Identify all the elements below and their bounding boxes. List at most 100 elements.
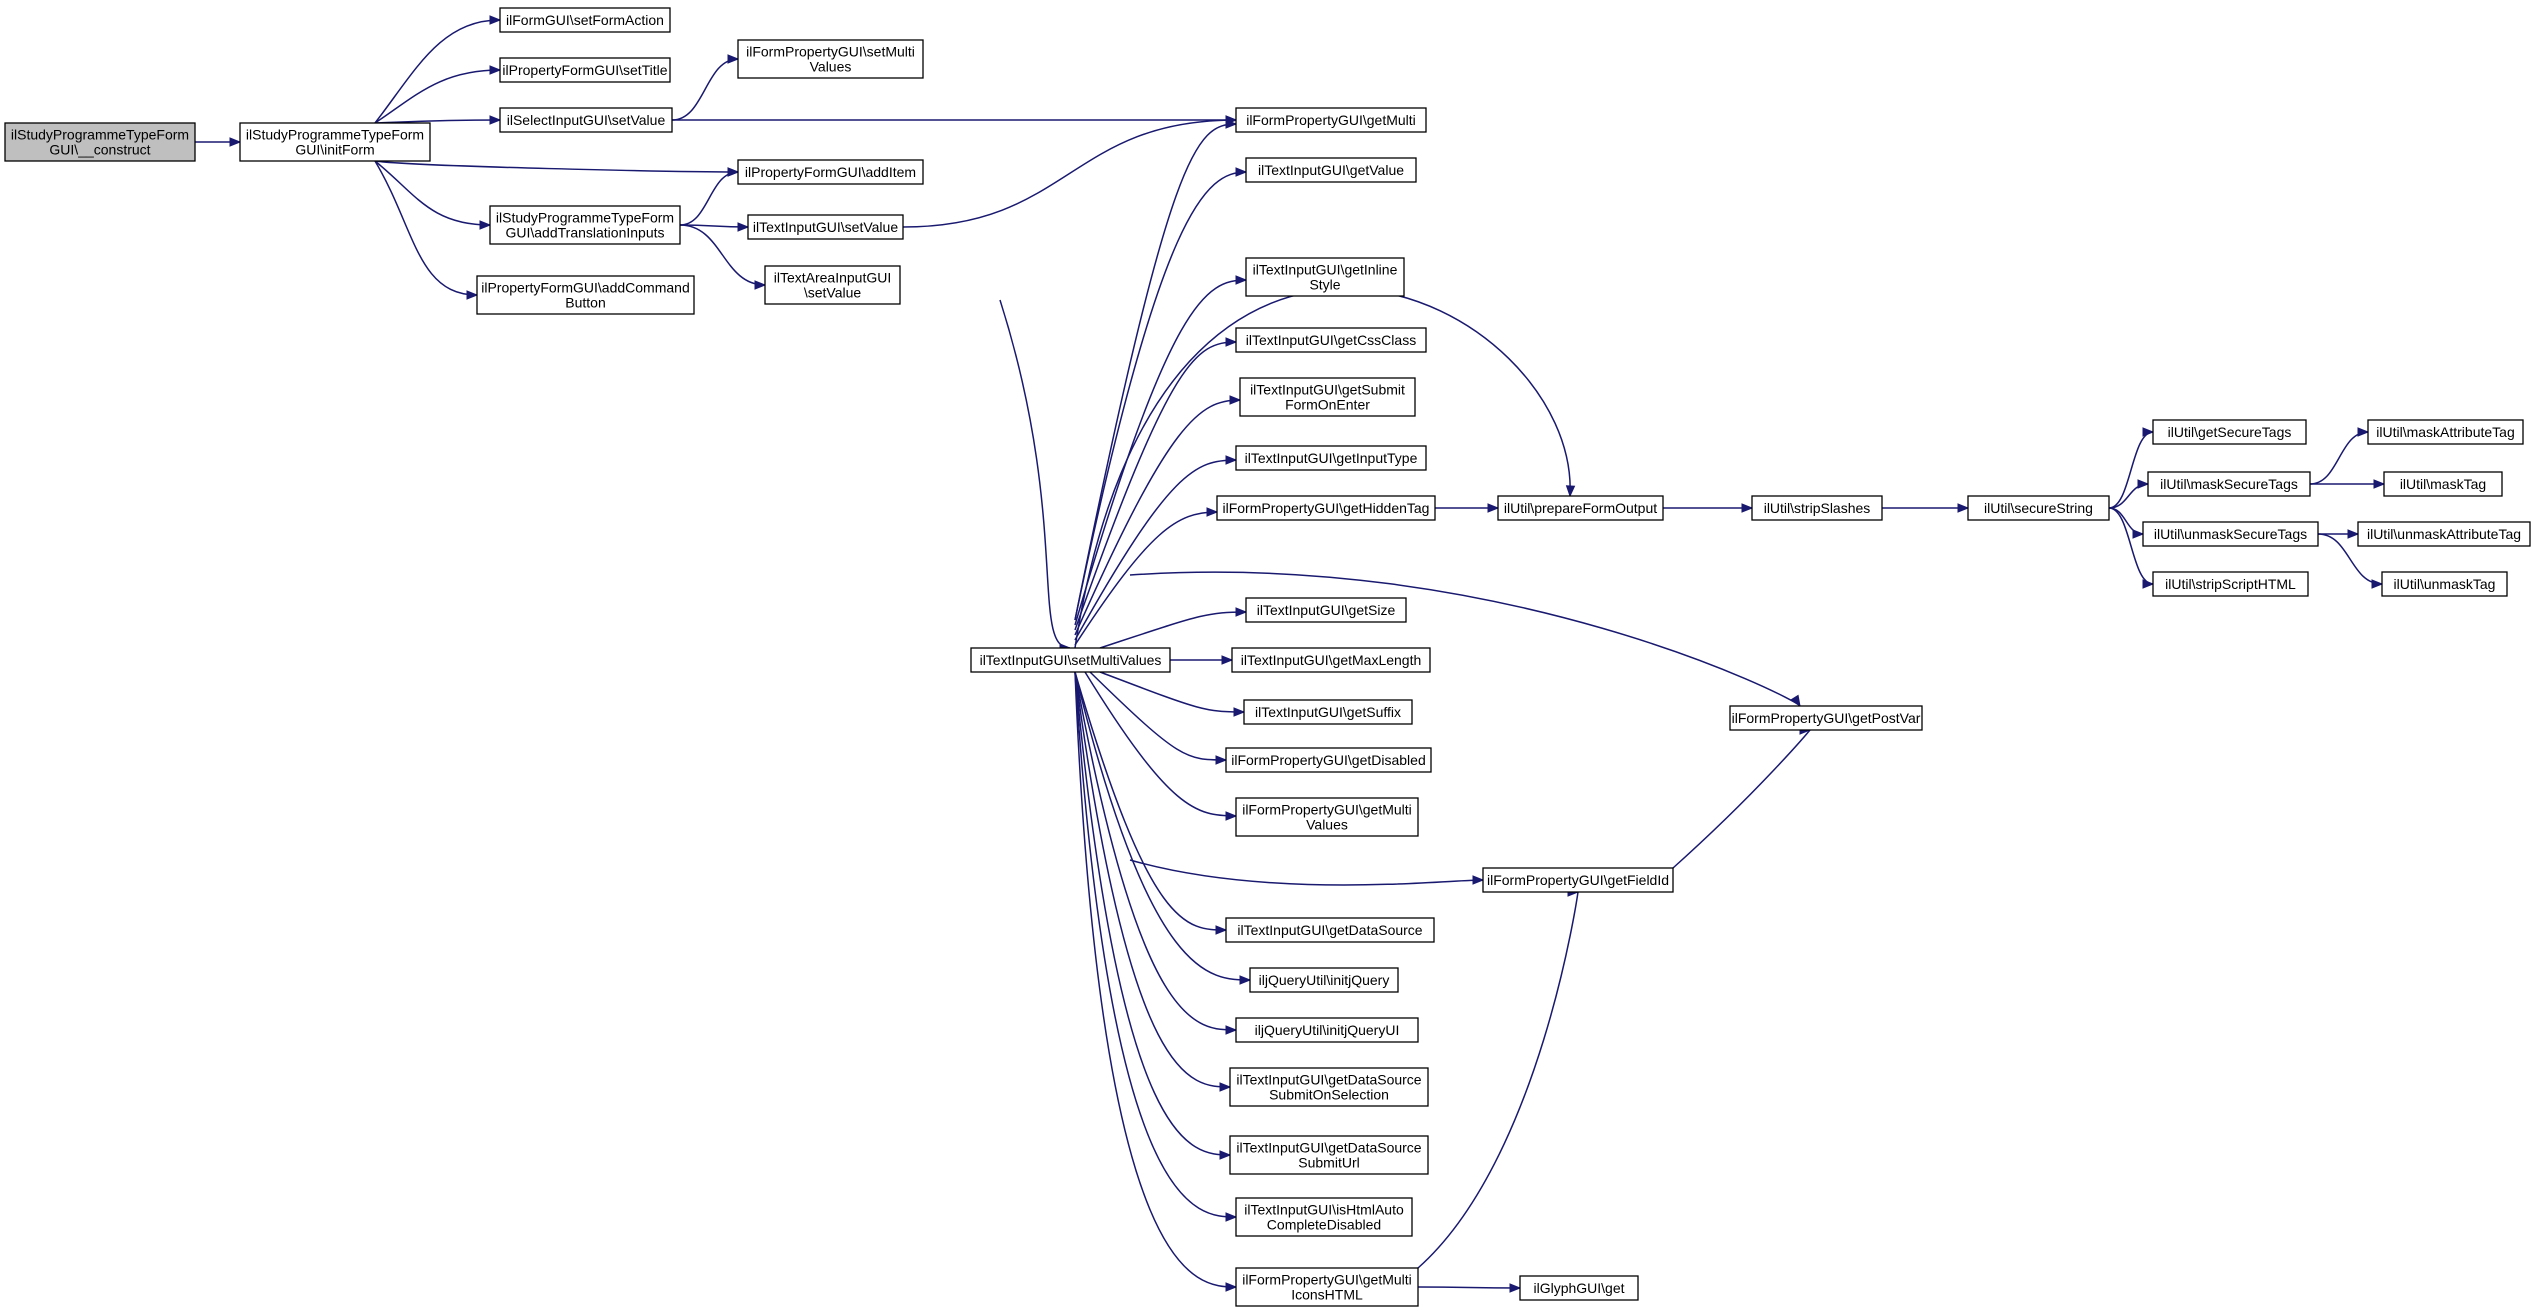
edge-get-hidden-tag-to-prepare-form-output — [1435, 503, 1500, 513]
node-label: ilTextInputGUI\getSize — [1257, 602, 1396, 618]
node-unmask-secure-tags[interactable]: ilUtil\unmaskSecureTags — [2142, 521, 2319, 547]
edge-arrowhead — [1215, 925, 1228, 935]
node-secure-string[interactable]: ilUtil\secureString — [1967, 495, 2110, 521]
node-set-multi-values-top[interactable]: ilFormPropertyGUI\setMultiValues — [737, 39, 924, 79]
edge-arrowhead — [1235, 275, 1248, 285]
node-mask-secure-tags[interactable]: ilUtil\maskSecureTags — [2147, 471, 2311, 497]
node-box — [1235, 445, 1427, 471]
node-label: ilPropertyFormGUI\addItem — [745, 164, 916, 180]
node-glyph-get[interactable]: ilGlyphGUI\get — [1519, 1275, 1639, 1301]
node-label: GUI\__construct — [49, 142, 150, 158]
node-get-data-source[interactable]: ilTextInputGUI\getDataSource — [1225, 917, 1435, 943]
node-get-secure-tags[interactable]: ilUtil\getSecureTags — [2152, 419, 2307, 445]
node-box — [1229, 1135, 1429, 1175]
node-strip-script-html[interactable]: ilUtil\stripScriptHTML — [2152, 571, 2309, 597]
edge-line — [374, 160, 478, 296]
node-get-value[interactable]: ilTextInputGUI\getValue — [1245, 157, 1417, 183]
node-prepare-form-output[interactable]: ilUtil\prepareFormOutput — [1497, 495, 1664, 521]
node-get-post-var[interactable]: ilFormPropertyGUI\getPostVar — [1729, 705, 1923, 731]
node-label: ilUtil\maskTag — [2400, 476, 2486, 492]
node-label: ilFormPropertyGUI\setMulti — [746, 44, 915, 60]
node-label: ilTextInputGUI\getInline — [1253, 262, 1398, 278]
node-box — [1216, 495, 1436, 521]
node-label: ilTextAreaInputGUI — [774, 270, 892, 286]
edge-txt-set-value-to-set-multi-values — [999, 299, 1072, 653]
node-is-html-auto-complete-disabled[interactable]: ilTextInputGUI\isHtmlAutoCompleteDisable… — [1235, 1197, 1413, 1237]
edge-secure-string-to-get-secure-tags — [2108, 427, 2155, 509]
node-box — [1243, 699, 1413, 725]
node-initj-query-ui[interactable]: iljQueryUtil\initjQueryUI — [1235, 1017, 1419, 1043]
edge-arrowhead — [479, 220, 492, 230]
node-get-suffix[interactable]: ilTextInputGUI\getSuffix — [1243, 699, 1413, 725]
node-label: ilFormPropertyGUI\getPostVar — [1732, 710, 1921, 726]
node-get-max-length[interactable]: ilTextInputGUI\getMaxLength — [1231, 647, 1431, 673]
node-get-disabled[interactable]: ilFormPropertyGUI\getDisabled — [1225, 747, 1432, 773]
edge-get-multi-icons-html-to-glyph-get — [1417, 1283, 1522, 1293]
node-set-form-action[interactable]: ilFormGUI\setFormAction — [499, 7, 671, 33]
node-label: \setValue — [804, 285, 862, 301]
edge-line — [1672, 729, 1811, 869]
node-box — [499, 107, 673, 133]
node-label: Values — [1306, 817, 1348, 833]
edge-set-multi-values-to-get-data-source — [1074, 671, 1228, 935]
node-box — [747, 214, 904, 240]
node-box — [1967, 495, 2110, 521]
node-get-hidden-tag[interactable]: ilFormPropertyGUI\getHiddenTag — [1216, 495, 1436, 521]
node-mask-tag[interactable]: ilUtil\maskTag — [2383, 471, 2503, 497]
edge-set-multi-values-to-get-post-var — [1129, 571, 1801, 708]
edge-line — [2108, 431, 2154, 509]
node-box — [1235, 797, 1419, 837]
edge-line — [1089, 671, 1227, 761]
node-label: ilUtil\maskSecureTags — [2160, 476, 2298, 492]
node-label: SubmitOnSelection — [1269, 1087, 1389, 1103]
node-label: ilUtil\getSecureTags — [2168, 424, 2292, 440]
edge-arrowhead — [1219, 1150, 1232, 1160]
node-txt-set-value[interactable]: ilTextInputGUI\setValue — [747, 214, 904, 240]
edge-set-multi-values-to-get-data-source-submit-url — [1074, 671, 1232, 1160]
edge-line — [1074, 511, 1218, 646]
node-strip-slashes[interactable]: ilUtil\stripSlashes — [1751, 495, 1883, 521]
node-ta-set-value[interactable]: ilTextAreaInputGUI\setValue — [764, 265, 901, 305]
edge-line — [1074, 671, 1231, 1156]
node-add-translation-inputs[interactable]: ilStudyProgrammeTypeFormGUI\addTranslati… — [489, 205, 681, 245]
node-box — [1245, 597, 1407, 623]
node-box — [1225, 747, 1432, 773]
node-initj-query[interactable]: iljQueryUtil\initjQuery — [1249, 967, 1399, 993]
node-label: ilFormPropertyGUI\getDisabled — [1231, 752, 1426, 768]
node-unmask-attribute-tag[interactable]: ilUtil\unmaskAttributeTag — [2357, 521, 2531, 547]
node-label: ilFormPropertyGUI\getMulti — [1242, 802, 1412, 818]
node-set-title[interactable]: ilPropertyFormGUI\setTitle — [499, 57, 671, 83]
node-box — [1497, 495, 1664, 521]
node-get-multi[interactable]: ilFormPropertyGUI\getMulti — [1235, 107, 1427, 133]
node-set-multi-values[interactable]: ilTextInputGUI\setMultiValues — [970, 647, 1171, 673]
edge-line — [1074, 399, 1241, 636]
node-get-input-type[interactable]: ilTextInputGUI\getInputType — [1235, 445, 1427, 471]
node-mask-attribute-tag[interactable]: ilUtil\maskAttributeTag — [2367, 419, 2524, 445]
node-get-data-source-submit-on-selection[interactable]: ilTextInputGUI\getDataSourceSubmitOnSele… — [1229, 1067, 1429, 1107]
node-label: ilFormGUI\setFormAction — [506, 12, 664, 28]
edge-secure-string-to-unmask-secure-tags — [2108, 507, 2145, 539]
edge-arrowhead — [1225, 1212, 1238, 1222]
edge-arrowhead — [1225, 1025, 1238, 1035]
edge-arrowhead — [1239, 975, 1252, 985]
node-get-css-class[interactable]: ilTextInputGUI\getCssClass — [1235, 327, 1427, 353]
node-get-size[interactable]: ilTextInputGUI\getSize — [1245, 597, 1407, 623]
edge-line — [999, 299, 1071, 649]
node-add-item[interactable]: ilPropertyFormGUI\addItem — [737, 159, 924, 185]
node-get-field-id[interactable]: ilFormPropertyGUI\getFieldId — [1482, 867, 1674, 893]
node-sel-set-value[interactable]: ilSelectInputGUI\setValue — [499, 107, 673, 133]
edge-arrowhead — [1565, 485, 1576, 498]
edge-arrowhead — [1206, 507, 1219, 517]
node-unmask-tag[interactable]: ilUtil\unmaskTag — [2381, 571, 2508, 597]
edge-line — [1074, 671, 1227, 931]
edge-set-multi-values-to-get-field-id — [1129, 859, 1485, 886]
edge-line — [671, 58, 739, 121]
